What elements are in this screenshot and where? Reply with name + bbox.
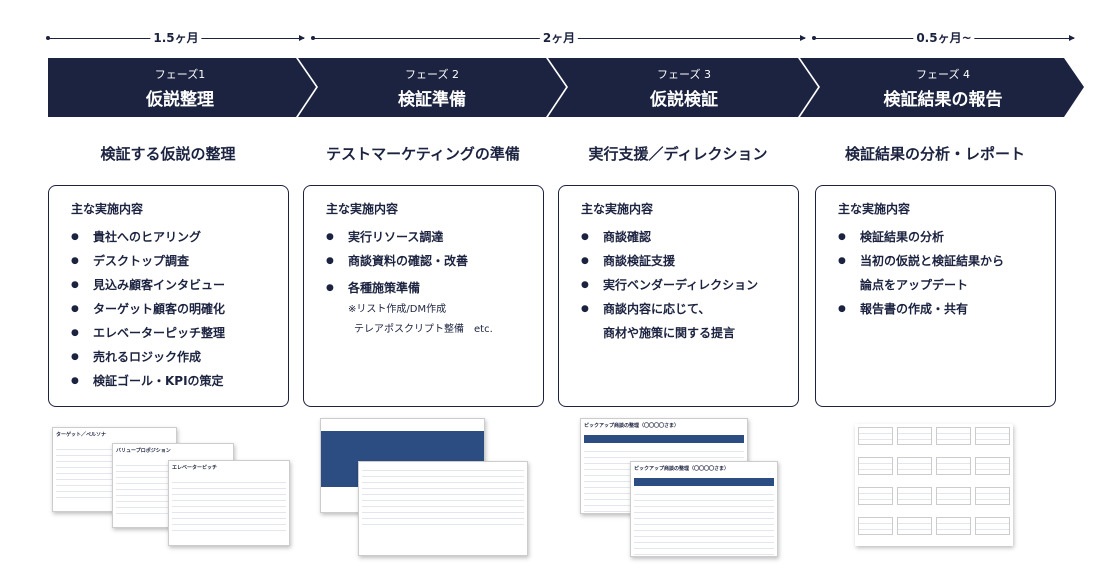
phase-1-header: フェーズ1 仮説整理 xyxy=(80,66,280,110)
phase-title: 検証結果の報告 xyxy=(883,90,1003,110)
thumbnail-title: ピックアップ商談の整理（〇〇〇〇さま） xyxy=(584,423,680,429)
task-item: 実行ベンダーディレクション xyxy=(581,273,798,297)
phase-number: フェーズ 4 xyxy=(916,68,970,81)
task-item: 検証ゴール・KPIの策定 xyxy=(71,369,288,393)
task-item: 商談確認 xyxy=(581,225,798,249)
task-item: 売れるロジック作成 xyxy=(71,345,288,369)
phase-4-tasks: 主な実施内容 検証結果の分析 当初の仮説と検証結果から 論点をアップデート 報告… xyxy=(815,185,1056,407)
tasks-heading: 主な実施内容 xyxy=(326,202,399,216)
phase-3-header: フェーズ 3 仮説検証 xyxy=(584,66,784,110)
phase-number: フェーズ 2 xyxy=(405,68,459,81)
phase-2-header: フェーズ 2 検証準備 xyxy=(332,66,532,110)
chevron-phase2 xyxy=(298,58,566,117)
tasks-heading: 主な実施内容 xyxy=(71,202,144,216)
phase-subtitle: テストマーケティングの準備 xyxy=(326,145,520,163)
phase-number: フェーズ1 xyxy=(154,68,206,81)
task-item: 検証結果の分析 xyxy=(838,225,1055,249)
task-item: 実行リソース調達 xyxy=(326,225,543,249)
chevron-phase3 xyxy=(548,58,818,117)
thumbnail-title: バリュープロポジション xyxy=(116,448,171,454)
phase-title: 検証準備 xyxy=(398,90,466,110)
duration-label: 0.5ヶ月~ xyxy=(913,29,975,46)
phase-subtitle: 検証結果の分析・レポート xyxy=(844,145,1025,163)
duration-label: 1.5ヶ月 xyxy=(150,29,202,46)
phase-number: フェーズ 3 xyxy=(657,68,711,81)
phase-title: 仮説整理 xyxy=(146,90,214,110)
duration-label: 2ヶ月 xyxy=(539,29,579,46)
thumbnail-title: エレベーターピッチ xyxy=(172,465,218,471)
task-item: ターゲット顧客の明確化 xyxy=(71,297,288,321)
timeline-phase4: 0.5ヶ月~ xyxy=(812,29,1075,46)
task-item: 商談検証支援 xyxy=(581,249,798,273)
thumbnail-report-pages xyxy=(855,424,1013,546)
phase-2-tasks: 主な実施内容 実行リソース調達 商談資料の確認・改善 各種施策準備 ※リスト作成… xyxy=(303,185,544,407)
task-item: エレベーターピッチ整理 xyxy=(71,321,288,345)
tasks-heading: 主な実施内容 xyxy=(838,202,911,216)
thumbnail-title: ピックアップ商談の整理（〇〇〇〇さま） xyxy=(634,466,730,472)
task-item: 当初の仮説と検証結果から xyxy=(838,249,1055,273)
task-note: テレアポスクリプト整備 etc. xyxy=(354,324,493,335)
chevron-phase1 xyxy=(48,58,316,117)
timeline-phase1: 1.5ヶ月 xyxy=(46,29,305,46)
task-item: 報告書の作成・共有 xyxy=(838,297,1055,321)
phase-chevrons xyxy=(48,58,1084,117)
task-item-continued: 商材や施策に関する提言 xyxy=(603,326,736,340)
task-item: 貴社へのヒアリング xyxy=(71,225,288,249)
thumbnail-deal-review-2: ピックアップ商談の整理（〇〇〇〇さま） xyxy=(630,461,778,557)
task-item: 各種施策準備 xyxy=(326,276,543,300)
task-item: 見込み顧客インタビュー xyxy=(71,273,288,297)
task-item: 商談資料の確認・改善 xyxy=(326,249,543,273)
task-item-continued: 論点をアップデート xyxy=(860,278,969,292)
thumbnail-title: ターゲット／ペルソナ xyxy=(56,432,107,438)
phase-subtitle: 検証する仮説の整理 xyxy=(100,145,236,163)
thumbnail-sales-deck-page xyxy=(358,461,528,556)
phase-title: 仮説検証 xyxy=(650,90,718,110)
task-item: 商談内容に応じて、 xyxy=(581,297,798,321)
chevron-phase4 xyxy=(800,58,1084,117)
task-item: デスクトップ調査 xyxy=(71,249,288,273)
thumbnail-elevator-pitch: エレベーターピッチ xyxy=(168,460,290,546)
tasks-heading: 主な実施内容 xyxy=(581,202,654,216)
phase-4-header: フェーズ 4 検証結果の報告 xyxy=(843,66,1043,110)
phase-1-tasks: 主な実施内容 貴社へのヒアリング デスクトップ調査 見込み顧客インタビュー ター… xyxy=(48,185,289,407)
phase-3-tasks: 主な実施内容 商談確認 商談検証支援 実行ベンダーディレクション 商談内容に応じ… xyxy=(558,185,799,407)
task-note: ※リスト作成/DM作成 xyxy=(348,304,447,315)
timeline-phase2-3: 2ヶ月 xyxy=(311,29,806,46)
phase-subtitle: 実行支援／ディレクション xyxy=(588,145,768,163)
